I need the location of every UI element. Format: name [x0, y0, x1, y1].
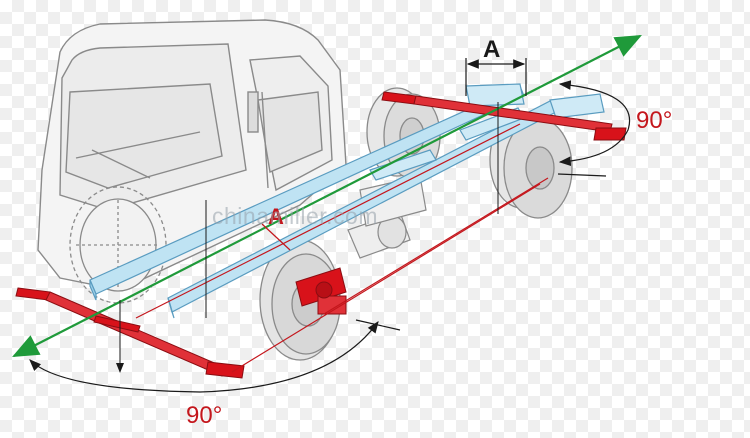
dimension-a-top [465, 58, 527, 96]
dimension-a-label-top: A [483, 36, 501, 63]
vehicle-centre-axis [12, 34, 642, 358]
dimension-a-mid [261, 223, 291, 251]
watermark-text: chinamiller.com [212, 203, 378, 229]
angle-label-right: 90° [636, 107, 673, 134]
angle-label-bottom: 90° [186, 402, 223, 429]
angle-arc-right [557, 80, 631, 177]
dimension-a-label-mid: A [268, 204, 284, 229]
angle-arc-bottom [29, 319, 401, 393]
